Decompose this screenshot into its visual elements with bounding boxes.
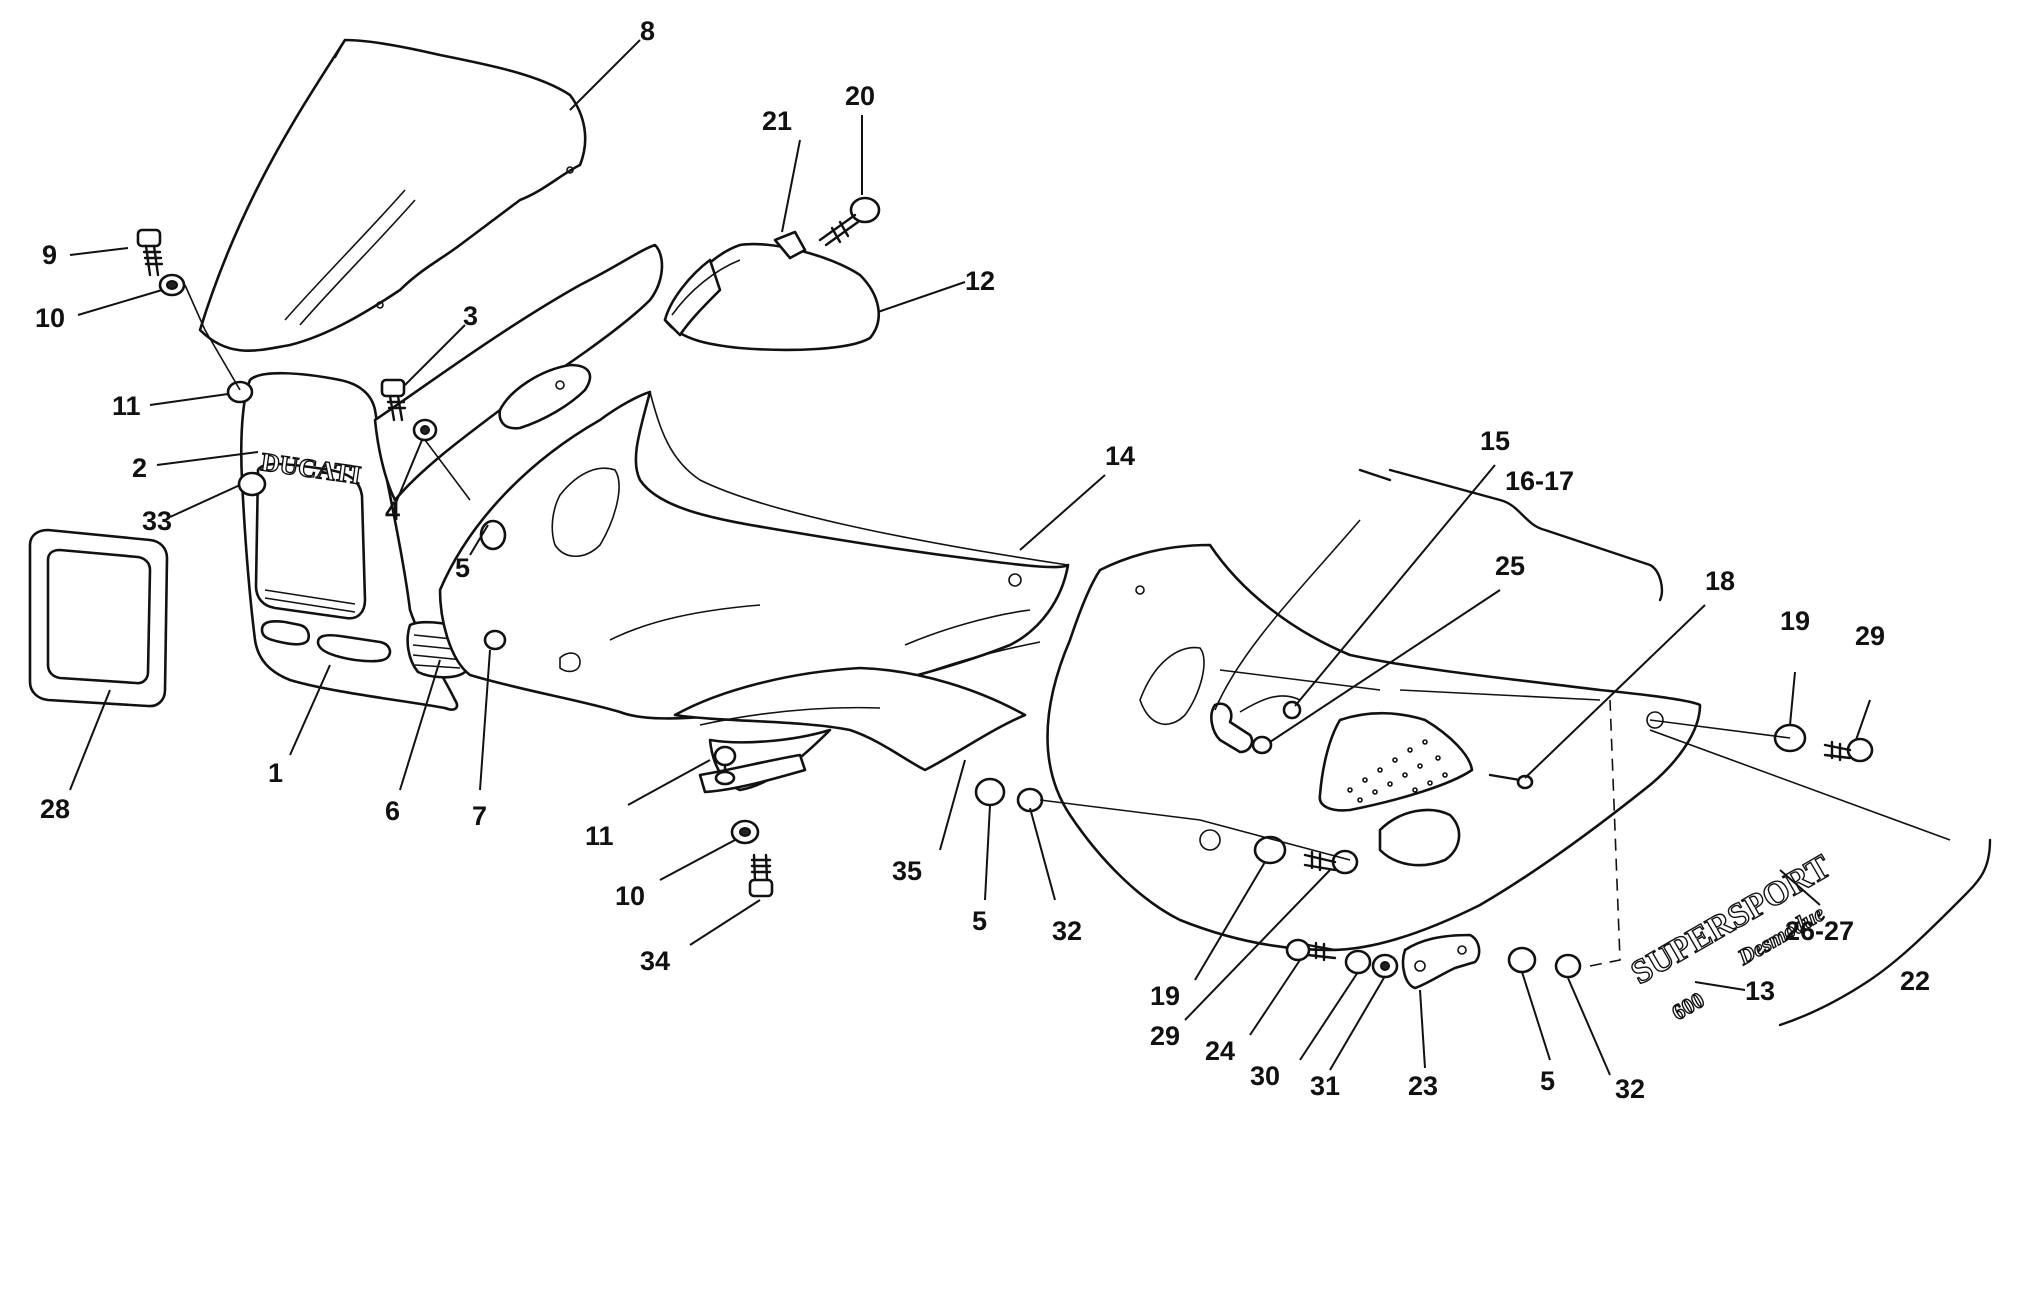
label-1: 1: [268, 758, 283, 788]
label-11-lower: 11: [585, 821, 614, 851]
label-6: 6: [385, 796, 400, 826]
leader-lines: [69, 39, 1871, 1076]
group-brackets: [1358, 468, 1992, 1027]
label-29-lower: 29: [1150, 1021, 1180, 1051]
washer-30: [1344, 949, 1372, 975]
label-15: 15: [1480, 426, 1510, 456]
label-30: 30: [1250, 1061, 1280, 1091]
connector-25: [1251, 735, 1273, 755]
label-4: 4: [385, 496, 400, 526]
screw-7: [483, 629, 507, 651]
grommet-19-lower: [1253, 835, 1287, 865]
label-32-right: 32: [1615, 1074, 1645, 1104]
windscreen: [198, 38, 587, 352]
label-33: 33: [142, 506, 172, 536]
label-24: 24: [1205, 1036, 1235, 1066]
label-5-upper: 5: [455, 553, 470, 583]
label-3: 3: [463, 301, 478, 331]
spacer-5-lower: [974, 777, 1006, 807]
label-5-right: 5: [1540, 1066, 1555, 1096]
label-13: 13: [1745, 976, 1775, 1006]
front-fairing-nose: DUCATI: [239, 371, 459, 711]
inner-bracket-panel: [673, 666, 1027, 794]
label-7: 7: [472, 801, 487, 831]
label-23: 23: [1408, 1071, 1438, 1101]
label-8: 8: [640, 16, 655, 46]
label-21: 21: [762, 106, 792, 136]
mirror: [663, 242, 880, 352]
nut-11: [226, 380, 254, 404]
washer-32-lower: [1016, 787, 1044, 813]
assembly-lines: [184, 284, 1951, 967]
label-2: 2: [132, 453, 147, 483]
label-34: 34: [640, 946, 670, 976]
bulb-holder-16-17: [1210, 702, 1254, 754]
label-22: 22: [1900, 966, 1930, 996]
bolt-9: [136, 228, 164, 277]
part-labels: 8 9 10 3 21 20 12 11 2 33 4 14 15 16-17 …: [35, 16, 1930, 1104]
label-31: 31: [1310, 1071, 1340, 1101]
label-25: 25: [1495, 551, 1525, 581]
bolt-20: [818, 196, 881, 247]
bolt-34: [748, 853, 774, 898]
label-20: 20: [845, 81, 875, 111]
label-14: 14: [1105, 441, 1135, 471]
label-18: 18: [1705, 566, 1735, 596]
label-19-upper: 19: [1780, 606, 1810, 636]
bolt-24: [1285, 938, 1337, 962]
bolt-3: [380, 378, 407, 422]
indicator-lens: [1318, 711, 1474, 812]
label-16-17: 16-17: [1505, 466, 1574, 496]
label-28: 28: [40, 794, 70, 824]
label-35: 35: [892, 856, 922, 886]
label-29-upper: 29: [1855, 621, 1885, 651]
bracket-23: [1401, 933, 1481, 990]
label-26-27: 26-27: [1785, 916, 1854, 946]
label-11-upper: 11: [112, 391, 141, 421]
label-10-lower: 10: [615, 881, 645, 911]
side-fairing: [438, 390, 1070, 720]
label-12: 12: [965, 266, 995, 296]
displacement-decal-text: 600: [1667, 987, 1708, 1025]
washer-32-right: [1554, 953, 1582, 979]
nut-11-lower: [713, 745, 737, 786]
screw-18: [1488, 773, 1522, 782]
headlight-frame: [28, 528, 169, 708]
label-32-lower: 32: [1052, 916, 1082, 946]
bolt-29-upper: [1823, 737, 1874, 763]
spacer-5-upper: [479, 519, 507, 551]
grommet-33: [237, 471, 267, 497]
label-19-lower: 19: [1150, 981, 1180, 1011]
label-9: 9: [42, 240, 57, 270]
label-5-lower: 5: [972, 906, 987, 936]
label-10-upper: 10: [35, 303, 65, 333]
clip-21: [773, 230, 807, 260]
spacer-5-right: [1507, 946, 1537, 974]
